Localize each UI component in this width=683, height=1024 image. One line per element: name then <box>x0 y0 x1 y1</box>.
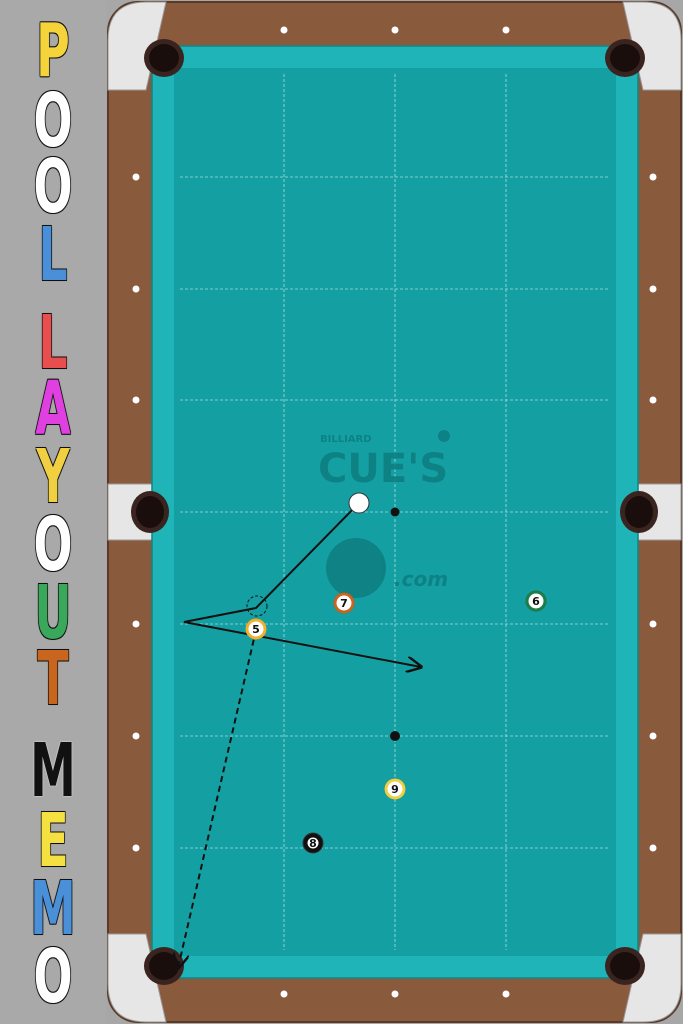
svg-text:CUE'S: CUE'S <box>318 446 448 492</box>
title-letter: Y <box>36 434 70 520</box>
svg-text:9: 9 <box>391 783 399 796</box>
ball-8[interactable]: 8 <box>302 832 324 854</box>
svg-text:6: 6 <box>532 595 540 608</box>
ball-5[interactable]: 5 <box>245 618 267 640</box>
title-letter: O <box>33 934 73 1020</box>
svg-text:BILLIARD: BILLIARD <box>320 434 372 445</box>
head-spot <box>390 507 400 517</box>
cue-ball-path <box>183 502 421 667</box>
title-letter: A <box>35 366 71 452</box>
svg-text:7: 7 <box>340 597 348 610</box>
title-letter: M <box>30 866 76 952</box>
object-ball-path <box>178 629 257 968</box>
watermark-logo: BILLIARD CUE'S .com <box>318 430 450 598</box>
cue-ball[interactable] <box>348 492 370 514</box>
svg-text:.com: .com <box>394 567 448 591</box>
svg-text:5: 5 <box>252 623 260 636</box>
title-letter: E <box>37 798 69 884</box>
title-letter: P <box>36 8 70 94</box>
ghost-ball <box>246 595 268 617</box>
pocket <box>605 39 645 77</box>
pocket <box>605 947 645 985</box>
foot-spot <box>390 731 400 741</box>
title-letter: O <box>33 502 73 588</box>
title-letter: L <box>38 212 68 298</box>
pocket <box>620 491 658 533</box>
title-letter: T <box>37 636 69 722</box>
ball-6[interactable]: 6 <box>525 590 547 612</box>
title-letter: O <box>33 78 73 164</box>
ball-9[interactable]: 9 <box>384 778 406 800</box>
pool-table[interactable]: BILLIARD CUE'S .com 5 6 7 8 9 <box>106 0 683 1024</box>
svg-text:8: 8 <box>309 837 317 850</box>
title-letter: L <box>38 300 68 386</box>
title-letter: O <box>33 144 73 230</box>
diamond-markers <box>132 26 657 998</box>
pocket <box>144 39 184 77</box>
pocket <box>131 491 169 533</box>
title-letter: M <box>30 728 76 814</box>
title-letter: U <box>34 570 72 656</box>
ball-7[interactable]: 7 <box>333 592 355 614</box>
title-sidebar: P O O L L A Y O U T M E M O <box>0 0 106 1024</box>
